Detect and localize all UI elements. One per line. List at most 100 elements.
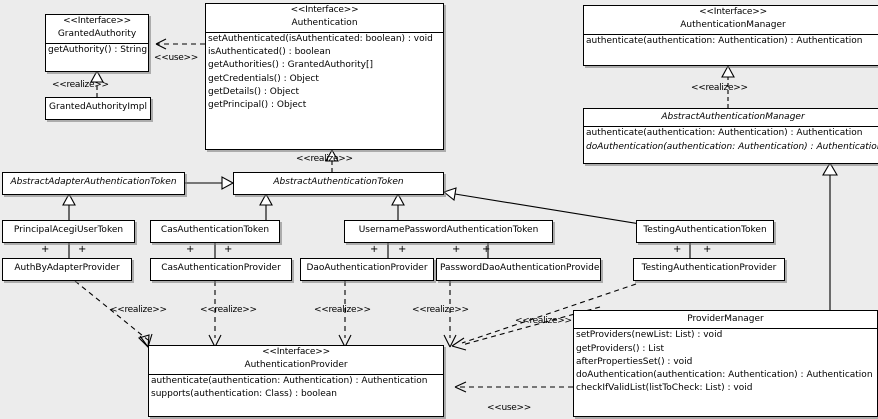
operation: setProviders(newList: List) : void — [576, 330, 723, 341]
edge-label-realize-password-dao-provider: <<realize>> — [412, 305, 469, 315]
class-operations: setAuthenticated(isAuthenticated: boolea… — [206, 33, 443, 113]
operation: isAuthenticated() : boolean — [208, 47, 331, 58]
edge-providermanager-use-provider — [454, 381, 573, 393]
edge-testing-token-generalization — [442, 187, 641, 225]
class-header: UsernamePasswordAuthenticationToken — [345, 221, 552, 238]
class-header: <<Interface>> GrantedAuthority — [46, 15, 148, 43]
class-header: GrantedAuthorityImpl — [46, 98, 150, 115]
class-password-dao-authentication-provider[interactable]: PasswordDaoAuthenticationProvider — [436, 258, 601, 281]
class-name: AbstractAuthenticationToken — [273, 177, 404, 187]
edge-label-realize-authentication: <<realize>> — [296, 154, 353, 164]
class-name: GrantedAuthorityImpl — [49, 102, 147, 112]
class-stereotype: <<Interface>> — [699, 7, 767, 17]
edge-label-use-provider-manager: <<use>> — [487, 403, 531, 413]
class-username-password-authentication-token[interactable]: UsernamePasswordAuthenticationToken — [344, 220, 553, 243]
edge-label-realize-granted-authority-impl: <<realize>> — [52, 80, 109, 90]
class-header: AbstractAuthenticationToken — [234, 173, 443, 190]
class-principal-acegi-user-token[interactable]: PrincipalAcegiUserToken — [2, 220, 135, 243]
class-operations: getAuthority() : String — [46, 44, 148, 57]
class-provider-manager[interactable]: ProviderManager setProviders(newList: Li… — [573, 310, 878, 417]
class-authentication-provider[interactable]: <<Interface>> AuthenticationProvider aut… — [148, 345, 444, 417]
edge-cas-token-generalization — [259, 192, 273, 220]
class-cas-authentication-provider[interactable]: CasAuthenticationProvider — [150, 258, 292, 281]
class-abstract-authentication-token[interactable]: AbstractAuthenticationToken — [233, 172, 444, 195]
class-granted-authority-impl[interactable]: GrantedAuthorityImpl — [45, 97, 151, 120]
operation: authenticate(authentication: Authenticat… — [586, 35, 863, 46]
class-abstract-authentication-manager[interactable]: AbstractAuthenticationManager authentica… — [583, 108, 878, 164]
class-operations: authenticate(authentication: Authenticat… — [584, 35, 878, 48]
edge-adapter-token-generalization — [185, 176, 235, 190]
class-header: <<Interface>> AuthenticationManager — [584, 6, 878, 34]
edge-label-realize-provider-manager: <<realize>> — [515, 316, 572, 326]
association-marker: + — [673, 244, 682, 255]
class-dao-authentication-provider[interactable]: DaoAuthenticationProvider — [300, 258, 434, 281]
class-header: AbstractAuthenticationManager — [584, 109, 878, 126]
class-name: ProviderManager — [687, 314, 764, 324]
class-name: AuthByAdapterProvider — [14, 263, 120, 273]
class-name: TestingAuthenticationProvider — [641, 263, 777, 273]
operation: getDetails() : Object — [208, 86, 300, 97]
class-auth-by-adapter-provider[interactable]: AuthByAdapterProvider — [2, 258, 132, 281]
edge-providermanager-generalization-manager — [822, 161, 838, 310]
class-header: <<Interface>> Authentication — [206, 4, 443, 32]
association-marker: + — [186, 244, 195, 255]
class-header: PasswordDaoAuthenticationProvider — [437, 259, 600, 276]
class-abstract-adapter-authentication-token[interactable]: AbstractAdapterAuthenticationToken — [2, 172, 185, 195]
operation: getAuthorities() : GrantedAuthority[] — [208, 60, 373, 71]
operation: getAuthority() : String — [48, 44, 148, 55]
class-operations: authenticate(authentication: Authenticat… — [149, 375, 443, 402]
class-header: CasAuthenticationToken — [151, 221, 279, 238]
class-authentication-manager[interactable]: <<Interface>> AuthenticationManager auth… — [583, 5, 878, 66]
class-testing-authentication-token[interactable]: TestingAuthenticationToken — [636, 220, 774, 243]
association-marker: + — [482, 244, 491, 255]
edge-authentication-use-granted-authority — [155, 38, 205, 50]
class-name: DaoAuthenticationProvider — [306, 263, 428, 273]
class-name: AuthenticationManager — [680, 20, 786, 31]
edge-username-token-generalization — [391, 192, 405, 220]
class-operations: authenticate(authentication: Authenticat… — [584, 127, 878, 154]
operation: getCredentials() : Object — [208, 73, 319, 84]
operation: doAuthentication(authentication: Authent… — [586, 141, 878, 152]
class-stereotype: <<Interface>> — [290, 5, 359, 15]
association-marker: + — [224, 244, 233, 255]
class-name: AuthenticationProvider — [244, 360, 348, 371]
compartment-divider — [206, 31, 443, 33]
edge-label-realize-dao-provider: <<realize>> — [314, 305, 371, 315]
class-cas-authentication-token[interactable]: CasAuthenticationToken — [150, 220, 280, 243]
association-marker: + — [370, 244, 379, 255]
class-name: TestingAuthenticationToken — [643, 225, 767, 235]
edge-label-realize-cas-provider: <<realize>> — [200, 305, 257, 315]
class-name: CasAuthenticationToken — [160, 225, 270, 235]
association-marker: + — [703, 244, 712, 255]
class-authentication[interactable]: <<Interface>> Authentication setAuthenti… — [205, 3, 444, 150]
class-stereotype: <<Interface>> — [262, 347, 330, 357]
operation: checkIfValidList(listToCheck: List) : vo… — [576, 383, 753, 394]
association-marker: + — [452, 244, 461, 255]
compartment-divider — [149, 373, 443, 375]
class-operations: setProviders(newList: List) : void getPr… — [574, 329, 877, 395]
operation: afterPropertiesSet() : void — [576, 356, 693, 367]
class-name: AbstractAdapterAuthenticationToken — [10, 177, 177, 187]
association-marker: + — [78, 244, 87, 255]
class-name: CasAuthenticationProvider — [161, 263, 281, 273]
class-header: ProviderManager — [574, 311, 877, 328]
class-name: AbstractAuthenticationManager — [661, 112, 805, 122]
class-header: CasAuthenticationProvider — [151, 259, 291, 276]
class-header: TestingAuthenticationToken — [637, 221, 773, 238]
association-marker: + — [41, 244, 50, 255]
class-stereotype: <<Interface>> — [63, 16, 131, 26]
operation: getProviders() : List — [576, 343, 665, 354]
operation: authenticate(authentication: Authenticat… — [586, 128, 863, 139]
edge-label-use-granted-authority: <<use>> — [154, 53, 198, 63]
class-header: <<Interface>> AuthenticationProvider — [149, 346, 443, 374]
class-header: AbstractAdapterAuthenticationToken — [3, 173, 184, 190]
class-name: UsernamePasswordAuthenticationToken — [358, 225, 539, 235]
class-granted-authority[interactable]: <<Interface>> GrantedAuthority getAuthor… — [45, 14, 149, 72]
class-name: PrincipalAcegiUserToken — [13, 225, 124, 235]
compartment-divider — [46, 42, 148, 44]
operation: authenticate(authentication: Authenticat… — [151, 375, 428, 386]
class-testing-authentication-provider[interactable]: TestingAuthenticationProvider — [633, 258, 785, 281]
class-header: TestingAuthenticationProvider — [634, 259, 784, 276]
class-name: GrantedAuthority — [57, 29, 137, 40]
